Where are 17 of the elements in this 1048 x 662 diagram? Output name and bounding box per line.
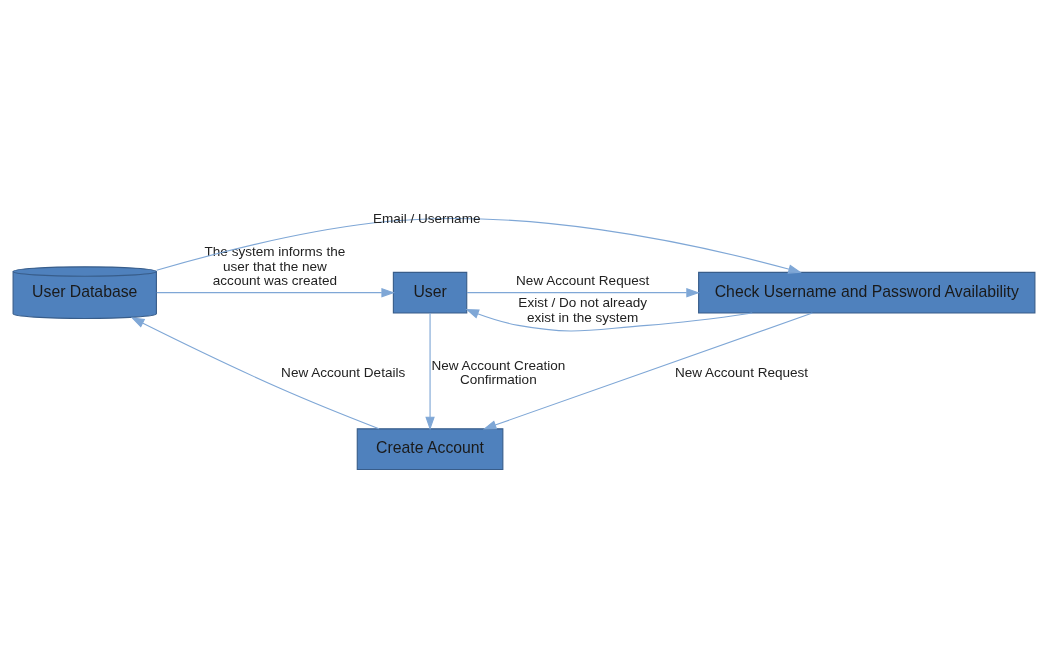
edge-label: Email / Username — [372, 210, 481, 226]
node-box: Check Username and Password Availability — [698, 271, 1036, 314]
edge-label: New Account Creation Confirmation — [431, 357, 566, 387]
arrow — [130, 316, 380, 429]
arrow — [425, 311, 435, 430]
arrow — [466, 287, 700, 297]
edge-label: New Account Request — [674, 364, 809, 380]
edge-label: The system informs the user that the new account was created — [204, 243, 346, 288]
arrow — [482, 311, 813, 429]
node-box: Create Account — [356, 427, 504, 470]
edge-label: New Account Details — [281, 364, 406, 380]
node-box: User — [392, 271, 468, 314]
arrow — [465, 308, 753, 332]
arrow — [156, 287, 395, 297]
edge-label: New Account Request — [516, 272, 650, 288]
edge-label: Exist / Do not already exist in the system — [518, 294, 647, 325]
arrow — [156, 217, 802, 274]
